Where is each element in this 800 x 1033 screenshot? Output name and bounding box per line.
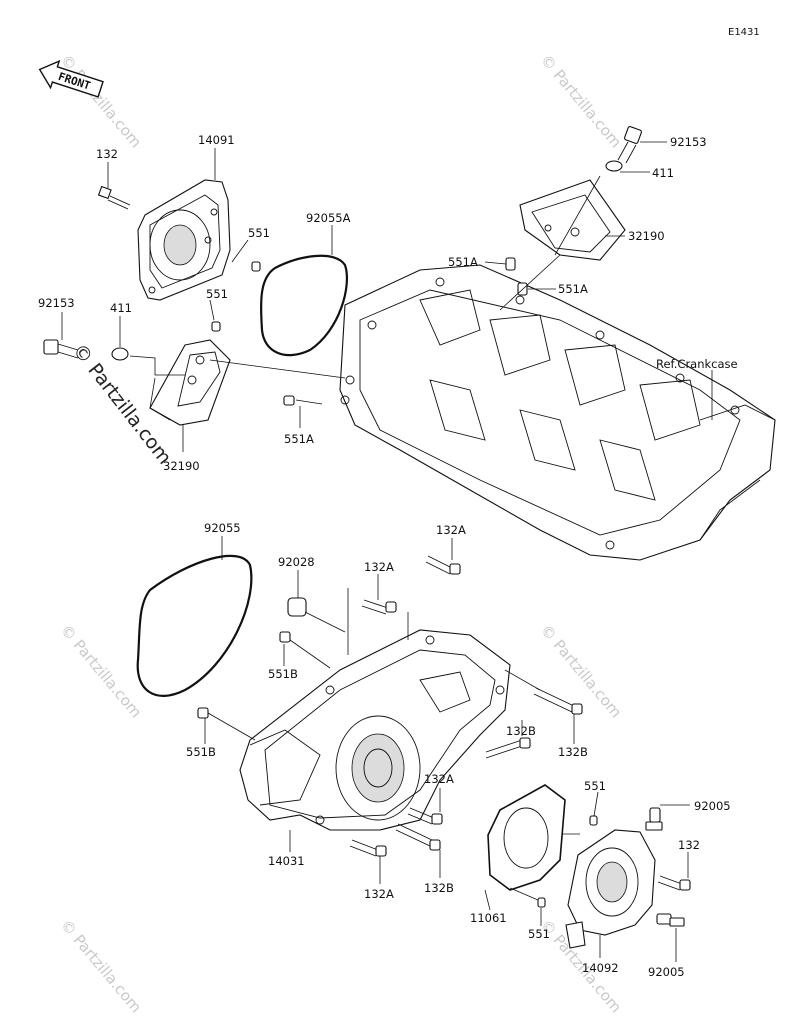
callout-11061: 11061 <box>470 911 507 925</box>
callout-132: 132 <box>96 147 118 161</box>
washer-411-left <box>111 347 129 361</box>
callout-551B: 551B <box>268 667 298 681</box>
callout-32190: 32190 <box>163 459 200 473</box>
callout-14031: 14031 <box>268 854 305 868</box>
dowel-551 <box>537 897 546 908</box>
callout-132: 132 <box>678 838 700 852</box>
callout-92028: 92028 <box>278 555 315 569</box>
callout-labels: 132 14091 551 551 92055A 92153 411 32190… <box>38 133 738 979</box>
dowel-551 <box>589 815 598 826</box>
callout-132B: 132B <box>506 724 536 738</box>
cover-14092 <box>565 829 656 949</box>
callout-132A: 132A <box>364 887 394 901</box>
cover-14031 <box>239 629 511 831</box>
ref-crankcase-label: Ref.Crankcase <box>656 357 738 371</box>
callout-132A: 132A <box>424 772 454 786</box>
bolt-132B <box>485 737 531 759</box>
callout-92153: 92153 <box>670 135 707 149</box>
front-arrow: FRONT <box>38 59 104 98</box>
bolt-92153-top <box>617 126 642 164</box>
callout-551A: 551A <box>284 432 314 446</box>
dowel-551B <box>279 631 291 643</box>
bolt-132A <box>349 839 387 857</box>
bolt-132-top <box>97 185 131 210</box>
dowel-551 <box>211 321 221 332</box>
watermark: © Partzilla.com <box>57 51 145 151</box>
dowel-551A <box>283 395 295 406</box>
fitting-92005-top <box>645 807 663 831</box>
watermark: © Partzilla.com <box>57 621 145 721</box>
cover-14091 <box>137 179 231 301</box>
gasket-11061 <box>487 784 566 891</box>
callout-92055A: 92055A <box>306 211 351 225</box>
bolt-132A <box>407 807 443 825</box>
bracket-32190-left <box>149 339 231 426</box>
callout-132B: 132B <box>424 881 454 895</box>
callout-551: 551 <box>206 287 228 301</box>
watermark: © Partzilla.com <box>57 916 145 1016</box>
fitting-92005-bottom <box>656 913 685 927</box>
leader-lines <box>61 141 713 962</box>
gasket-92055A <box>260 254 349 357</box>
callout-551: 551 <box>528 927 550 941</box>
callout-411: 411 <box>110 301 132 315</box>
callout-132B: 132B <box>558 745 588 759</box>
callout-551: 551 <box>248 226 270 240</box>
watermark: © Partzilla.com <box>537 51 625 151</box>
callout-32190: 32190 <box>628 229 665 243</box>
gasket-92055 <box>136 554 253 697</box>
callout-92005: 92005 <box>648 965 685 979</box>
dowel-551A <box>505 257 516 271</box>
callout-132A: 132A <box>436 523 466 537</box>
bracket-32190-top <box>519 179 626 261</box>
callout-411: 411 <box>652 166 674 180</box>
bolt-132A <box>361 599 397 615</box>
dowel-551B <box>197 707 209 719</box>
callout-92005: 92005 <box>694 799 731 813</box>
dowel-551 <box>251 261 261 272</box>
bolt-92153-left <box>43 339 79 359</box>
bolt-132A <box>425 555 461 575</box>
callout-14091: 14091 <box>198 133 235 147</box>
bolt-132B <box>395 823 441 851</box>
callout-92153: 92153 <box>38 296 75 310</box>
callout-92055: 92055 <box>204 521 241 535</box>
part-92028 <box>287 597 307 617</box>
crankcase-ref <box>339 264 776 561</box>
diagram-code: E1431 <box>728 27 760 38</box>
bolt-132B <box>533 687 583 715</box>
callout-14092: 14092 <box>582 961 619 975</box>
callout-132A: 132A <box>364 560 394 574</box>
bolt-132-right <box>657 875 691 891</box>
callout-551A: 551A <box>448 255 478 269</box>
washer-411-top <box>605 160 623 172</box>
callout-551A: 551A <box>558 282 588 296</box>
watermarks: © Partzilla.com © Partzilla.com © Partzi… <box>57 51 625 1016</box>
callout-551: 551 <box>584 779 606 793</box>
callout-551B: 551B <box>186 745 216 759</box>
